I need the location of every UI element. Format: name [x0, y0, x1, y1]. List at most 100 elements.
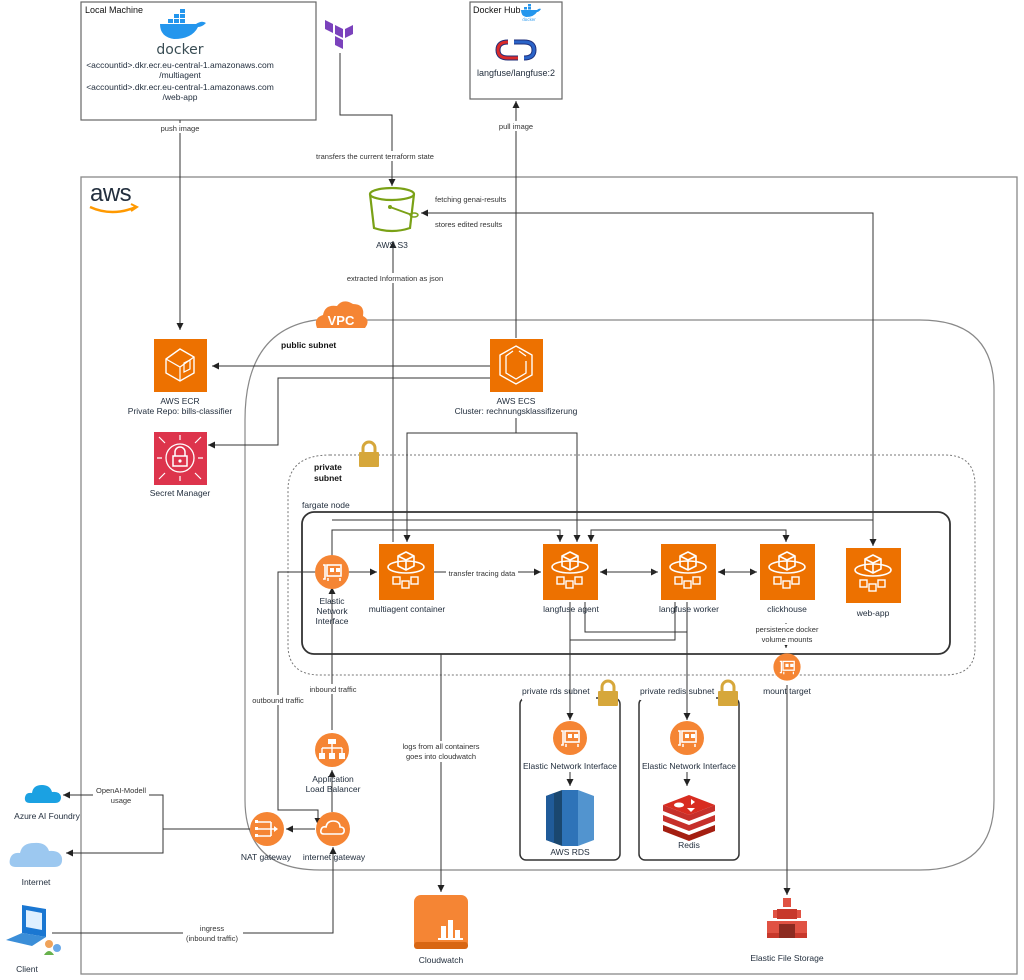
- ecr-node[interactable]: AWS ECR Private Repo: bills-classifier: [128, 339, 233, 416]
- edge-label-logs-1: logs from all containers: [402, 742, 479, 751]
- internet-gateway-label: internet gateway: [303, 852, 366, 862]
- edge-labels: push image transfers the current terrafo…: [93, 121, 830, 945]
- langfuse-image-tag: langfuse/langfuse:2: [477, 68, 555, 78]
- edge-label-persistence-1: persistence docker: [756, 625, 819, 634]
- eni-main-label-2: Network: [316, 606, 348, 616]
- edge-nat-internet: [66, 829, 164, 857]
- eni-rds-label: Elastic Network Interface: [523, 761, 617, 771]
- azure-label: Azure AI Foundry: [14, 811, 80, 821]
- edge-label-pull-image: pull image: [499, 122, 533, 131]
- edge-label-persistence-2: volume mounts: [762, 635, 813, 644]
- edge-eni-langfuse: [331, 529, 564, 556]
- clickhouse-node[interactable]: clickhouse: [760, 544, 815, 614]
- cloudwatch-node[interactable]: Cloudwatch: [414, 895, 468, 965]
- client-laptop-icon: [6, 905, 61, 955]
- elastic-network-interface-icon: [314, 554, 350, 590]
- load-balancer-icon: [315, 733, 349, 767]
- aws-smile-icon: [89, 205, 137, 214]
- edge-outbound: [277, 571, 322, 825]
- ecr-label-1: AWS ECR: [160, 396, 199, 406]
- private-subnet-lock-icon: [357, 440, 381, 469]
- redis-node[interactable]: Redis: [663, 795, 715, 850]
- edge-label-fetching: fetching genai-results: [435, 195, 507, 204]
- clickhouse-label: clickhouse: [767, 604, 807, 614]
- public-subnet-label: public subnet: [281, 340, 336, 350]
- vpc-badge-label: VPC: [328, 313, 355, 328]
- edge-label-openai-1: OpenAI-Modell: [96, 786, 146, 795]
- alb-label-1: Application: [312, 774, 354, 784]
- azure-ai-foundry-node[interactable]: Azure AI Foundry: [14, 785, 81, 821]
- web-app-label: web-app: [856, 608, 890, 618]
- internet-gateway-icon: [316, 812, 350, 846]
- edge-label-extracted: extracted Information as json: [347, 274, 443, 283]
- elastic-network-interface-icon: [552, 720, 588, 756]
- docker-hub-group: Docker Hub docker langfuse/langfuse:2: [469, 1, 563, 100]
- edge-ecs-multiagent: [403, 432, 516, 542]
- docker-hub-whale-icon: [521, 4, 541, 18]
- repo-path-multiagent: /multiagent: [159, 70, 201, 80]
- docker-icon: [160, 9, 206, 39]
- docker-hub-badge: docker: [522, 17, 536, 22]
- edge-label-stores: stores edited results: [435, 220, 502, 229]
- repo-url-webapp: <accountid>.dkr.ecr.eu-central-1.amazona…: [86, 82, 274, 92]
- langfuse-icon: [495, 39, 537, 61]
- nat-gateway-node[interactable]: NAT gateway: [241, 812, 292, 862]
- terraform-icon: [325, 20, 353, 49]
- eni-rds-node[interactable]: Elastic Network Interface: [523, 720, 617, 771]
- s3-node[interactable]: AWS S3: [368, 186, 419, 250]
- internet-gateway-node[interactable]: internet gateway: [303, 812, 366, 862]
- edge-label-logs-2: goes into cloudwatch: [406, 752, 476, 761]
- multiagent-node[interactable]: multiagent container: [369, 544, 446, 614]
- alb-label-2: Load Balancer: [306, 784, 361, 794]
- langfuse-agent-node[interactable]: langfuse agent: [543, 544, 600, 614]
- alb-node[interactable]: Application Load Balancer: [306, 733, 361, 794]
- edge-label-ingress-1: ingress: [200, 924, 224, 933]
- secret-manager-node[interactable]: Secret Manager: [150, 432, 211, 498]
- web-app-node[interactable]: web-app: [846, 548, 901, 618]
- mount-target-icon: [772, 652, 802, 682]
- client-node[interactable]: Client: [6, 905, 61, 974]
- vpc-group: VPC public subnet: [244, 301, 995, 871]
- ecs-node[interactable]: AWS ECS Cluster: rechnungsklassifizerung: [455, 339, 578, 416]
- edge-nat-azure: [63, 791, 250, 830]
- redis-icon: [663, 795, 715, 841]
- edge-terraform-state: [339, 53, 396, 186]
- mount-target-label: mount target: [763, 686, 811, 696]
- local-machine-group: Local Machine docker <accountid>.dkr.ecr…: [80, 1, 353, 121]
- ecs-task-icon: [661, 544, 716, 600]
- edge-label-openai-2: usage: [111, 796, 131, 805]
- elastic-network-interface-icon: [669, 720, 705, 756]
- vpc-cloud-icon: VPC: [315, 301, 368, 328]
- efs-node[interactable]: Elastic File Storage: [750, 898, 824, 963]
- edge-client-igw: [52, 847, 337, 934]
- ecs-task-icon: [379, 544, 434, 600]
- aws-logo: aws: [90, 180, 132, 207]
- edge-label-ingress-2: (inbound traffic): [186, 934, 238, 943]
- fargate-node-group: fargate node: [301, 500, 951, 655]
- efs-icon: [767, 898, 807, 938]
- eni-redis-label: Elastic Network Interface: [642, 761, 736, 771]
- nat-gateway-icon: [250, 812, 284, 846]
- rds-label: AWS RDS: [550, 847, 590, 857]
- redis-subnet-title: private redis subnet: [640, 686, 715, 696]
- cloudwatch-icon: [414, 895, 468, 949]
- edge-label-terraform: transfers the current terraform state: [316, 152, 434, 161]
- eni-redis-node[interactable]: Elastic Network Interface: [642, 720, 736, 771]
- eni-main-node[interactable]: Elastic Network Interface: [314, 554, 350, 626]
- rds-node[interactable]: AWS RDS: [546, 790, 594, 857]
- ecr-label-2: Private Repo: bills-classifier: [128, 406, 233, 416]
- secret-manager-label: Secret Manager: [150, 488, 211, 498]
- edge-langfuse-clickhouse: [590, 529, 790, 542]
- mount-target-node[interactable]: mount target: [763, 652, 811, 696]
- langfuse-worker-node[interactable]: langfuse worker: [659, 544, 719, 614]
- rds-subnet-title: private rds subnet: [522, 686, 590, 696]
- internet-node[interactable]: Internet: [9, 842, 63, 887]
- private-subnet-label-line1: private: [314, 462, 342, 472]
- ecr-icon: [154, 339, 207, 392]
- edge-webapp-s3: [421, 209, 874, 546]
- redis-label: Redis: [678, 840, 700, 850]
- edge-label-push-image: push image: [161, 124, 200, 133]
- edge-label-outbound: outbound traffic: [252, 696, 304, 705]
- langfuse-worker-label: langfuse worker: [659, 604, 719, 614]
